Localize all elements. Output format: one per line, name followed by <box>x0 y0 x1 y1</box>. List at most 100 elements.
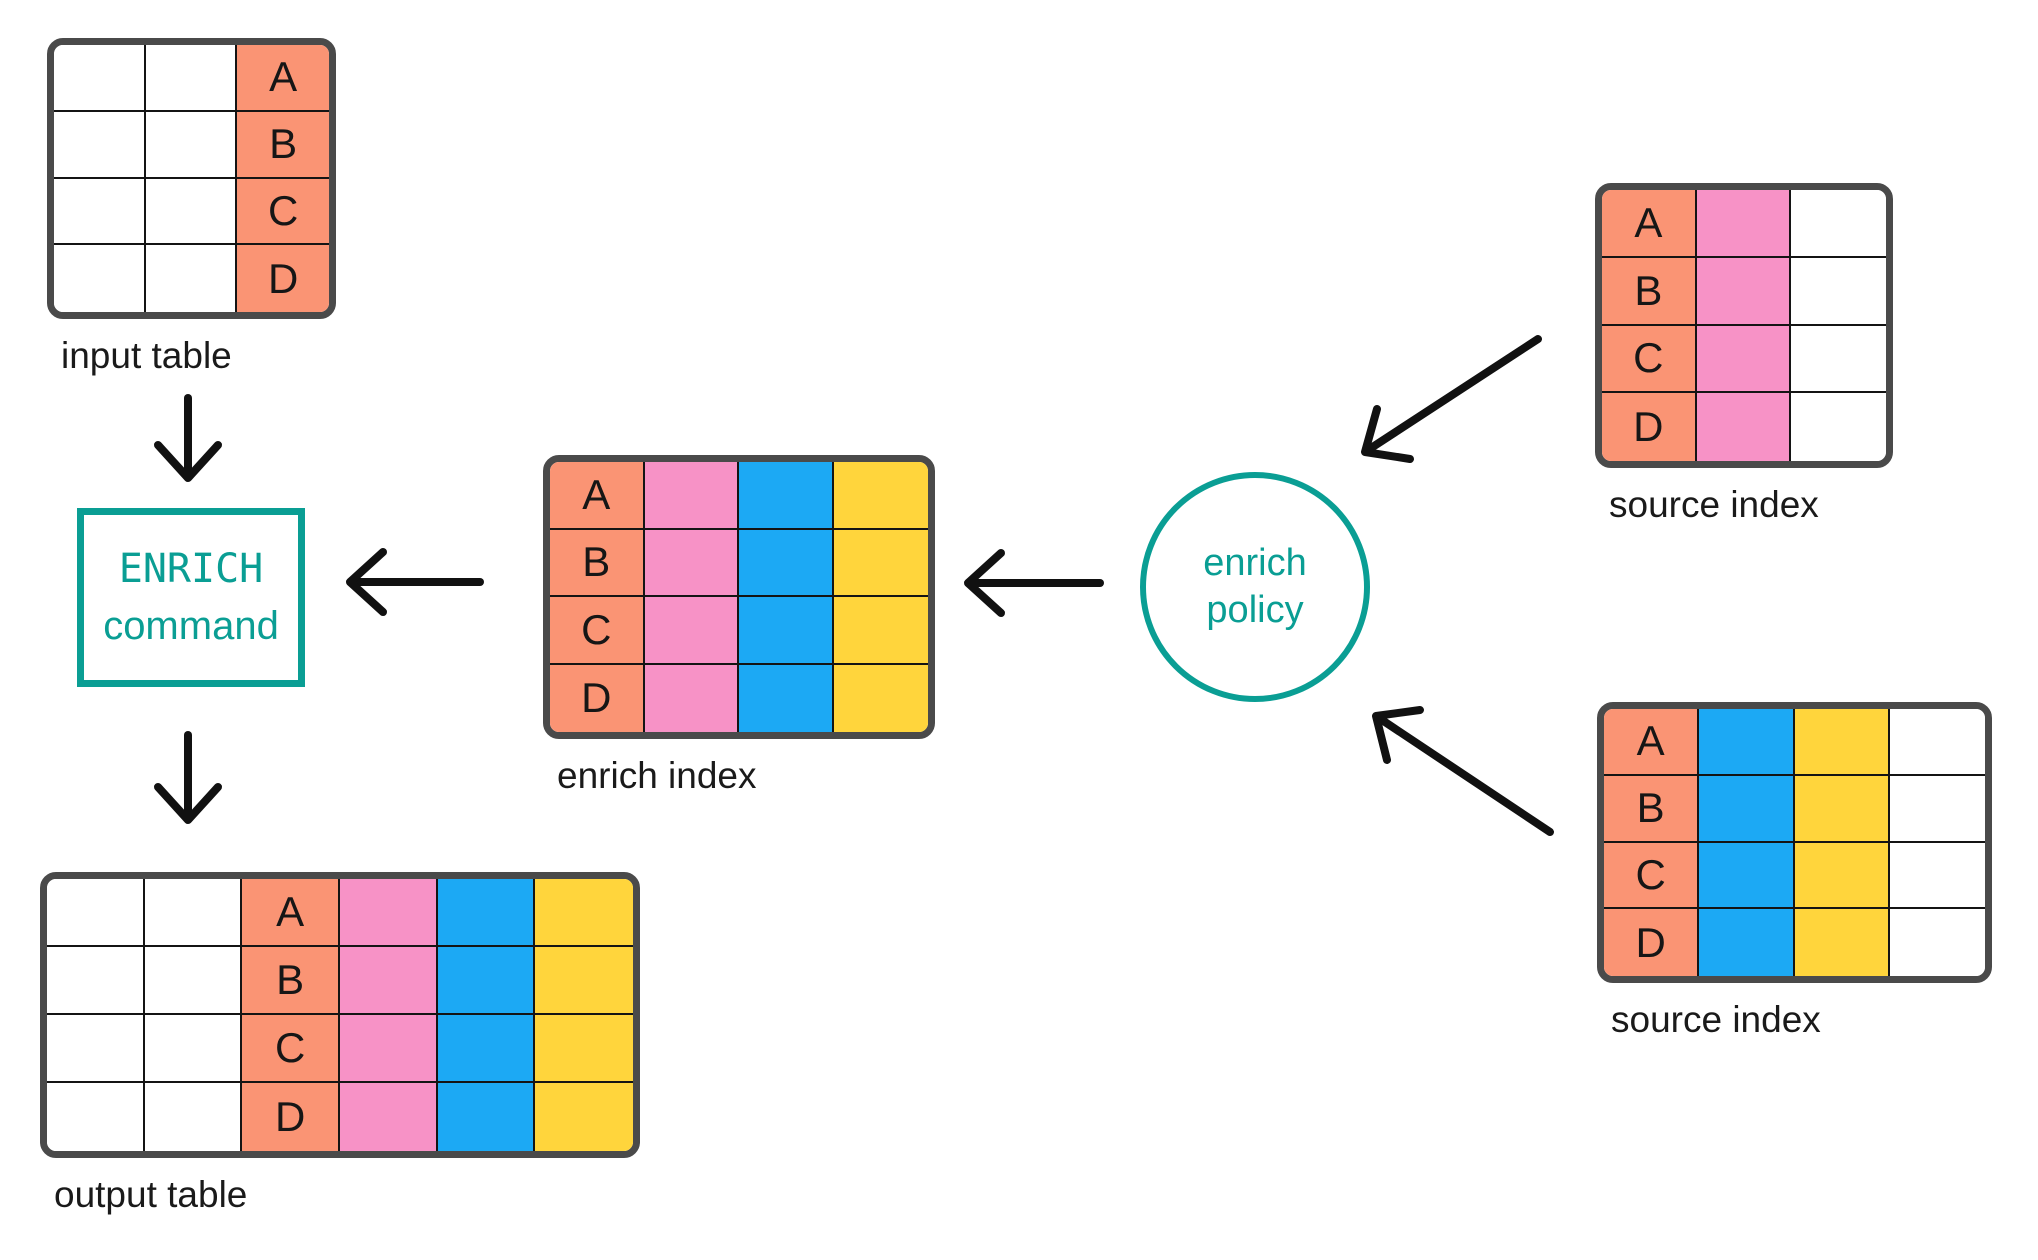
table-cell <box>47 1083 145 1151</box>
table-cell <box>339 947 438 1015</box>
table-cell: B <box>242 947 340 1015</box>
table-cell: B <box>237 111 329 179</box>
enrich-command-line2: command <box>103 603 279 648</box>
table-cell <box>739 664 834 732</box>
table-cell <box>1889 775 1985 843</box>
table-cell <box>145 245 238 312</box>
enrich-index-label: enrich index <box>557 755 757 796</box>
table-cell: D <box>1604 909 1700 976</box>
table-cell: D <box>550 664 645 732</box>
table-cell <box>1794 842 1890 910</box>
table-cell <box>47 879 145 947</box>
table-cell <box>535 1083 633 1151</box>
table-cell <box>1696 325 1792 394</box>
table-cell: D <box>237 245 329 312</box>
table-cell <box>1699 842 1795 910</box>
table-cell <box>145 111 238 179</box>
table-cell <box>145 178 238 246</box>
table-cell <box>535 1015 633 1083</box>
table-cell <box>1889 842 1985 910</box>
table-cell <box>144 1083 243 1151</box>
table-cell <box>644 597 739 665</box>
table-cell: D <box>242 1083 340 1151</box>
arrow-source-index-top-to-enrich-policy <box>1361 335 1542 463</box>
table-cell <box>47 1015 145 1083</box>
table-cell <box>644 462 739 530</box>
input-table-label: input table <box>61 335 232 376</box>
table-cell <box>437 1083 536 1151</box>
table-cell <box>833 529 928 597</box>
table-cell: A <box>242 879 340 947</box>
output-table-label: output table <box>54 1174 248 1215</box>
arrow-source-index-bottom-to-enrich-policy <box>1372 706 1554 836</box>
table-cell: C <box>237 178 329 246</box>
table-cell <box>1794 775 1890 843</box>
table-cell <box>1699 909 1795 976</box>
table-cell <box>1791 190 1886 258</box>
source-index-bottom-label: source index <box>1611 999 1821 1040</box>
table-cell <box>54 178 146 246</box>
table-cell <box>54 245 146 312</box>
table-cell: C <box>1602 325 1697 394</box>
table-cell <box>644 664 739 732</box>
table-cell <box>339 1083 438 1151</box>
table-cell <box>739 462 834 530</box>
table-cell <box>437 879 536 947</box>
enrich-command-node: ENRICH command <box>77 508 305 687</box>
table-cell <box>54 111 146 179</box>
table-cell <box>833 462 928 530</box>
table-cell: C <box>242 1015 340 1083</box>
table-cell <box>535 879 633 947</box>
arrow-enrich-policy-to-enrich-index <box>964 549 1104 617</box>
enrich-policy-node: enrich policy <box>1140 472 1370 702</box>
table-cell <box>1794 709 1890 776</box>
table-cell <box>739 529 834 597</box>
table-cell <box>1889 709 1985 776</box>
table-cell <box>54 45 146 112</box>
table-cell <box>144 947 243 1015</box>
table-cell <box>644 529 739 597</box>
table-cell <box>47 947 145 1015</box>
table-cell <box>1791 393 1886 461</box>
table-cell <box>145 45 238 112</box>
table-cell <box>1699 775 1795 843</box>
arrow-input-table-to-enrich-command <box>154 394 222 482</box>
table-cell <box>739 597 834 665</box>
table-cell: D <box>1602 393 1697 461</box>
table-cell: A <box>550 462 645 530</box>
table-cell: A <box>237 45 329 112</box>
enrich-policy-line2: policy <box>1206 589 1304 631</box>
table-cell: A <box>1602 190 1697 258</box>
table-cell <box>339 879 438 947</box>
table-cell <box>535 947 633 1015</box>
table-cell: B <box>1604 775 1700 843</box>
table-cell <box>1696 190 1792 258</box>
enrich-policy-line1: enrich <box>1203 542 1307 584</box>
source-index-top-label: source index <box>1609 484 1819 525</box>
table-cell: A <box>1604 709 1700 776</box>
table-cell <box>437 1015 536 1083</box>
table-cell: C <box>550 597 645 665</box>
table-cell <box>1696 393 1792 461</box>
table-cell: B <box>1602 257 1697 326</box>
table-cell <box>437 947 536 1015</box>
arrow-enrich-index-to-enrich-command <box>346 548 484 616</box>
table-cell <box>1889 909 1985 976</box>
table-cell <box>339 1015 438 1083</box>
table-cell <box>1699 709 1795 776</box>
table-cell <box>1794 909 1890 976</box>
table-cell <box>833 664 928 732</box>
arrow-enrich-command-to-output-table <box>154 731 222 824</box>
table-cell: B <box>550 529 645 597</box>
table-cell <box>833 597 928 665</box>
table-cell <box>1791 257 1886 326</box>
table-cell <box>1791 325 1886 394</box>
